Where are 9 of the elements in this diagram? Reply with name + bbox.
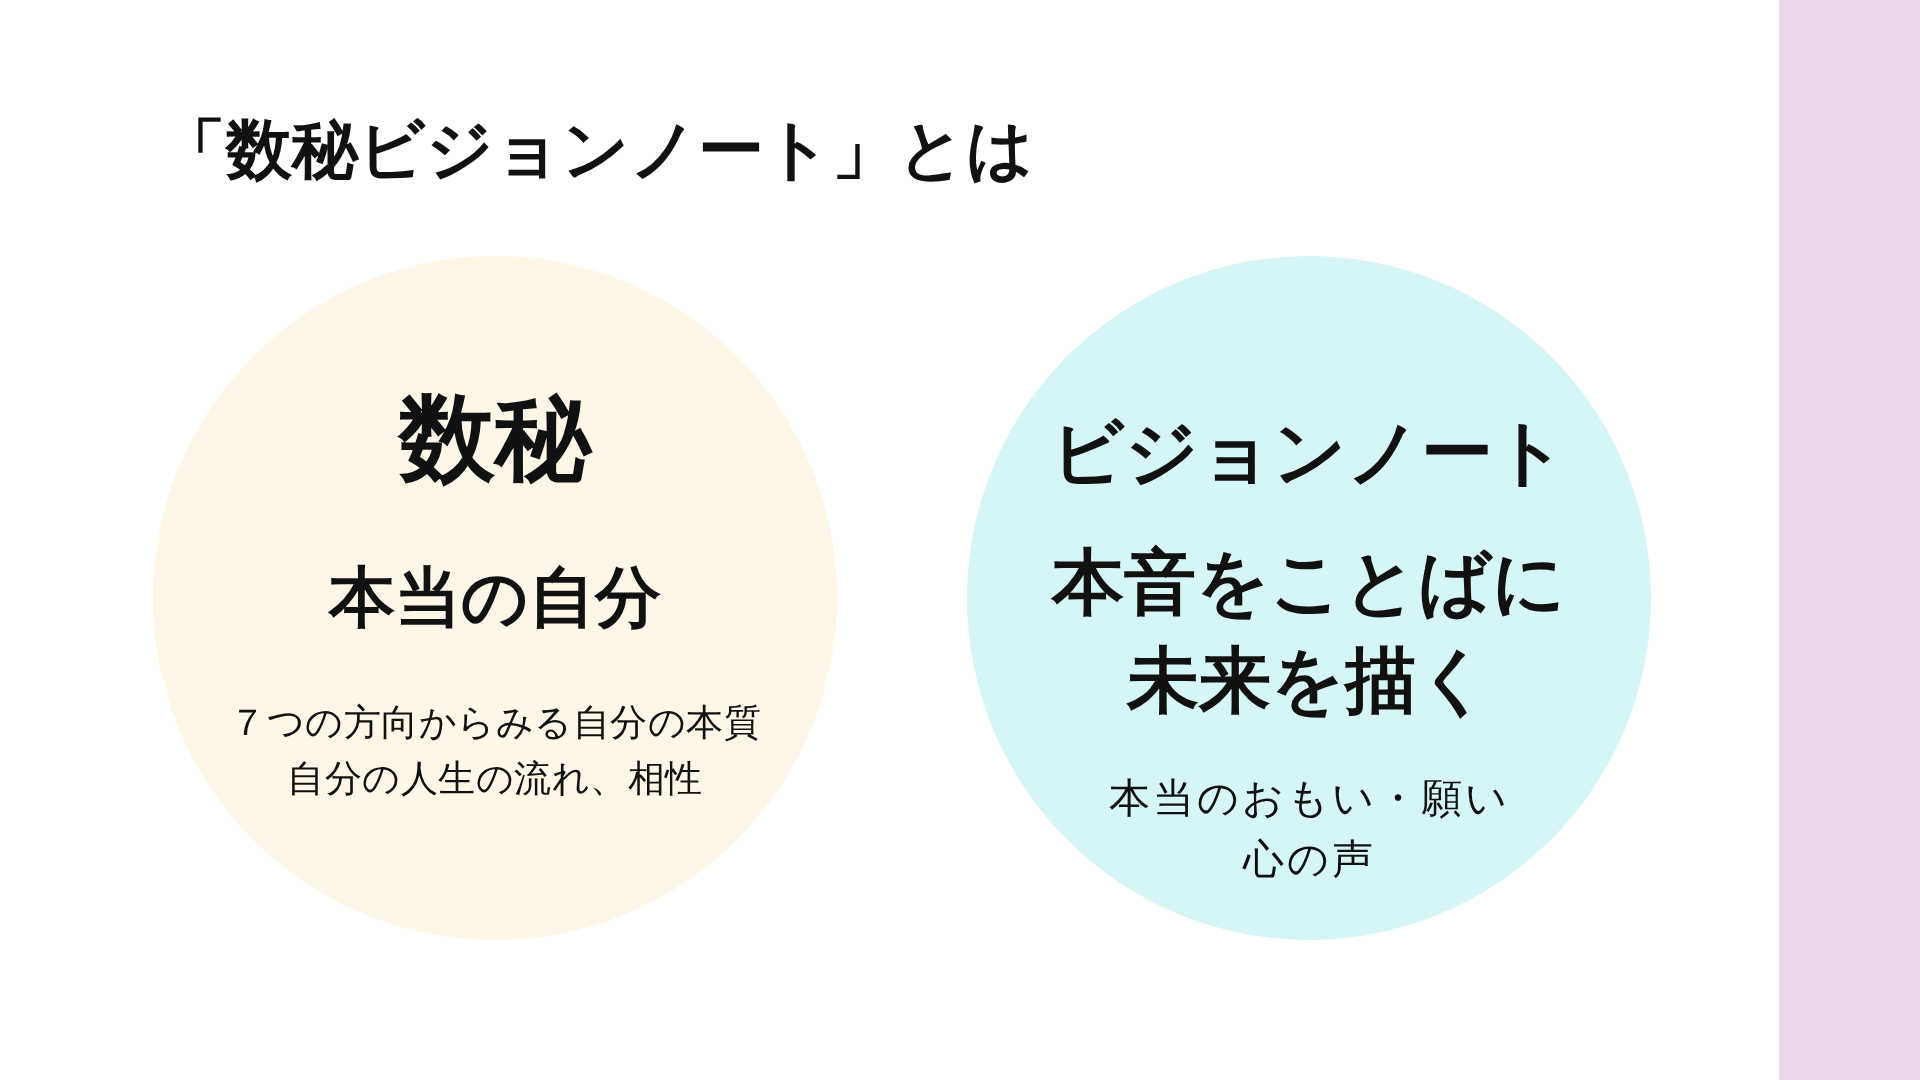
description-line: 心の声 (1242, 834, 1376, 885)
description-line: ７つの方向からみる自分の本質 (229, 700, 761, 746)
tagline: 本当の自分 (329, 558, 661, 637)
circle-heading: 数秘 (399, 381, 591, 496)
circle-heading: ビジョンノート (1051, 409, 1567, 495)
tagline: 本音をことばに未来を描く (1050, 539, 1567, 724)
description-line: 自分の人生の流れ、相性 (287, 756, 703, 802)
title: 「数秘ビジョンノート」とは (160, 110, 1034, 190)
description-line: 本当のおもい・願い (1108, 773, 1510, 824)
